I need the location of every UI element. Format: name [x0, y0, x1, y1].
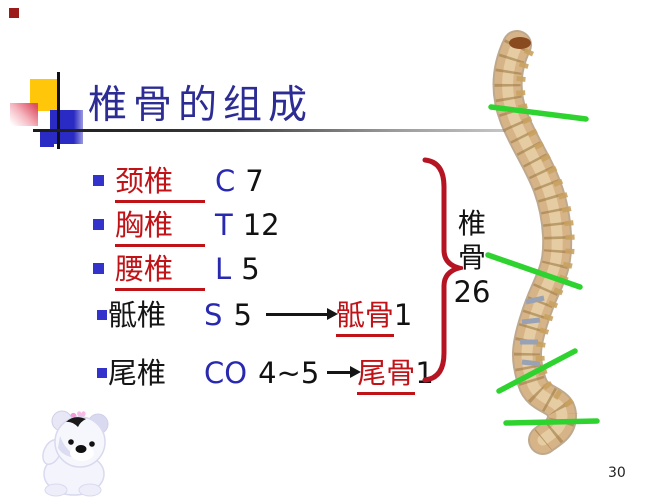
item-letter: CO — [204, 356, 248, 390]
title-underline-rule — [33, 129, 512, 132]
corner-accent-square — [9, 8, 19, 18]
list-item-thoracic: 胸椎 T 12 — [93, 202, 280, 247]
item-count: 7 — [245, 164, 264, 198]
item-count: 5 — [233, 298, 252, 332]
spine-illustration — [485, 30, 600, 455]
list-item-lumbar: 腰椎 L 5 — [93, 246, 260, 291]
deco-vertical-line — [57, 72, 60, 149]
bullet-square-icon — [93, 263, 104, 274]
green-divider-line-thoracic — [485, 252, 583, 290]
bear-mascot: ♥ ♥ ♥ — [42, 409, 109, 497]
bear-foot — [44, 483, 68, 497]
item-letter: T — [215, 208, 233, 242]
bear-eye — [89, 441, 95, 447]
list-item-cervical: 颈椎 C 7 — [93, 158, 264, 203]
disc-mark — [525, 295, 545, 305]
vertebrae-total-label: 椎 骨 26 — [450, 207, 494, 311]
bear-eye — [68, 439, 74, 445]
item-letter: C — [215, 164, 236, 198]
result-count: 1 — [393, 298, 413, 332]
green-divider-line-sacral — [503, 418, 600, 426]
deco-blue-square-small — [40, 130, 54, 147]
green-divider-line-lumbar — [496, 348, 578, 394]
deco-blue-square — [50, 110, 83, 144]
item-letter: L — [215, 252, 232, 286]
spine-atlas — [509, 37, 531, 49]
page-title: 椎骨的组成 — [88, 83, 314, 128]
item-count: 4~5 — [258, 356, 320, 390]
item-count: 5 — [241, 252, 260, 286]
pink-heart-icon: ♥ — [76, 409, 87, 423]
item-count: 12 — [242, 208, 280, 242]
item-label: 胸椎 — [115, 202, 206, 247]
total-char-2: 骨 — [457, 241, 486, 275]
list-item-sacral: 骶椎 S 5 骶骨 1 — [97, 292, 412, 337]
bullet-square-icon — [93, 219, 104, 230]
result-label: 尾骨 — [357, 350, 416, 395]
page-number: 30 — [608, 465, 626, 481]
disc-mark — [521, 317, 541, 325]
bear-foot — [78, 483, 102, 497]
disc-mark — [521, 359, 541, 367]
bear-hair-patch — [66, 417, 86, 427]
result-label: 骶骨 — [335, 292, 394, 337]
total-count: 26 — [453, 275, 491, 310]
item-label: 颈椎 — [115, 158, 206, 203]
green-divider-line-cervical — [488, 104, 589, 122]
item-letter: S — [204, 298, 223, 332]
item-label: 骶椎 — [108, 298, 167, 332]
list-item-coccygeal: 尾椎 CO 4~5 尾骨 1 — [97, 350, 434, 395]
bear-nose — [75, 445, 87, 453]
arrow-right-icon — [265, 308, 338, 320]
total-char-1: 椎 — [457, 207, 486, 240]
bullet-square-icon — [97, 367, 107, 378]
bullet-square-icon — [97, 309, 107, 320]
bullet-square-icon — [93, 175, 104, 186]
bear-cheek-shade — [58, 436, 80, 458]
deco-pink-square — [10, 103, 38, 126]
item-label: 尾椎 — [108, 356, 167, 390]
curly-brace — [422, 157, 463, 383]
arrow-right-icon — [327, 366, 362, 378]
item-label: 腰椎 — [115, 246, 206, 291]
